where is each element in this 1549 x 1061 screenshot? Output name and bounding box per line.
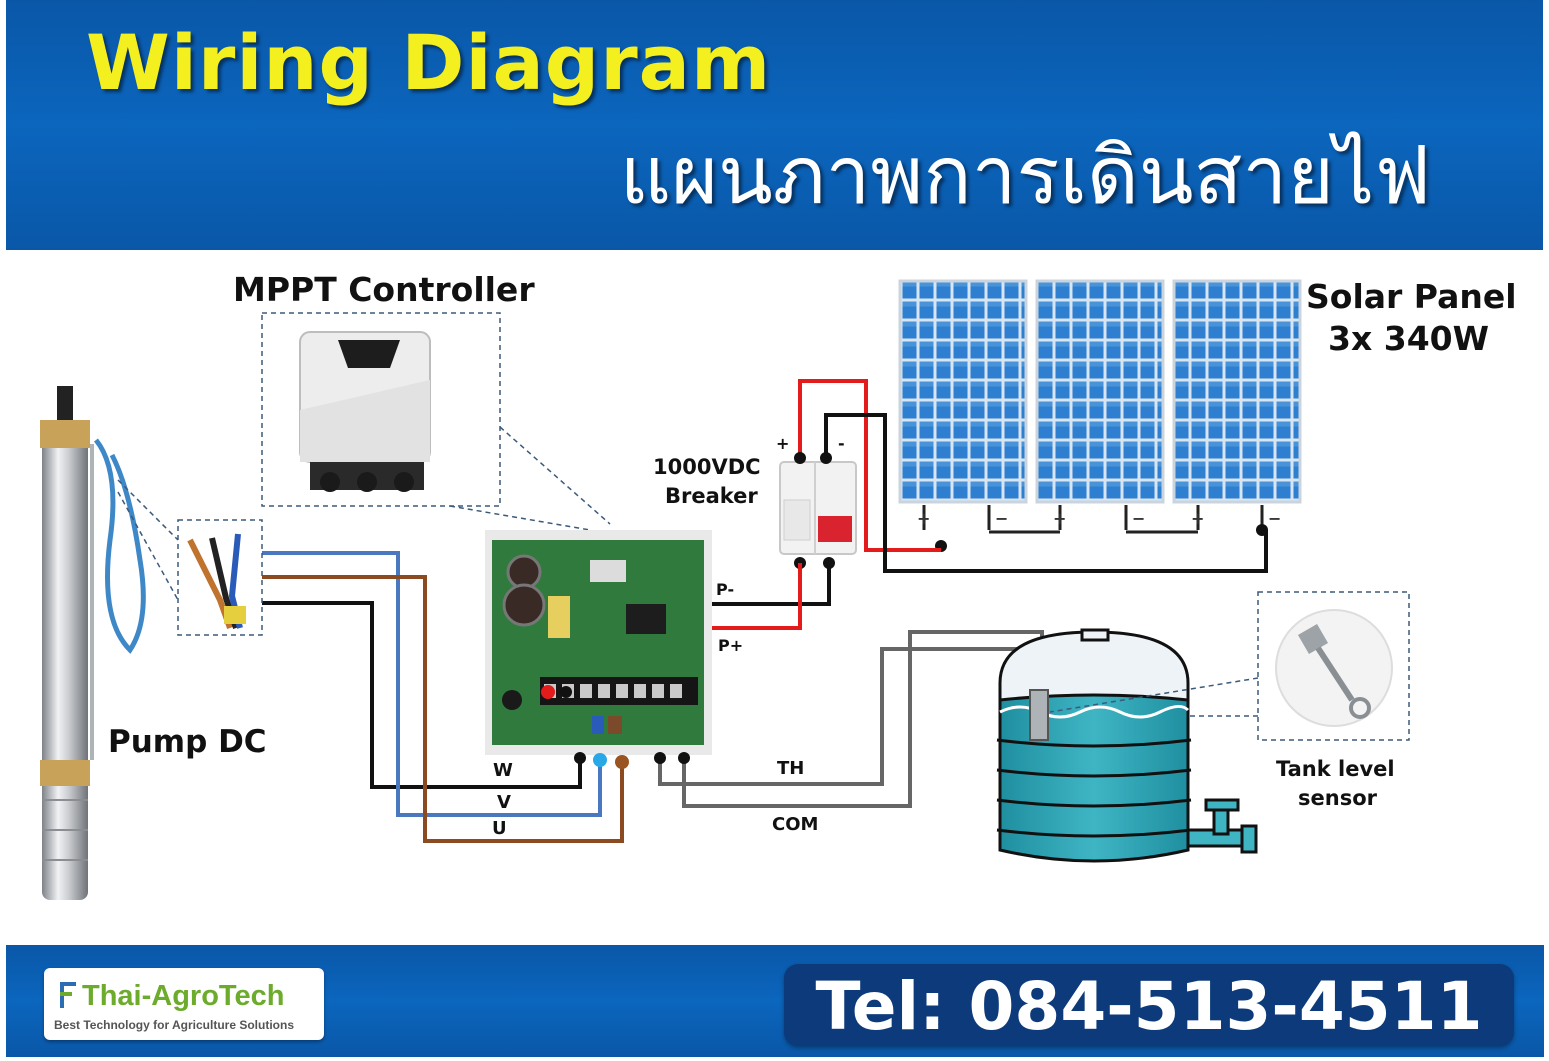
solar-panel <box>898 279 1028 504</box>
controller-label: MPPT Controller <box>233 270 535 309</box>
logo-tagline: Best Technology for Agriculture Solution… <box>54 1018 295 1032</box>
controller-board <box>485 530 712 755</box>
breaker-plus-label: + <box>776 434 790 453</box>
p-plus-label: P+ <box>718 636 744 655</box>
solar-panel-array: + − + − + − <box>898 279 1302 552</box>
solar-panel-label: Solar Panel <box>1306 277 1517 316</box>
phone-number: Tel: 084-513-4511 <box>815 968 1483 1045</box>
p-minus-label: P- <box>716 580 735 599</box>
solar-panel <box>1172 279 1302 504</box>
wire-v-label: V <box>497 792 511 813</box>
pump-label: Pump DC <box>108 724 267 760</box>
wire-black-solar <box>824 413 1268 573</box>
phone-box[interactable]: Tel: 084-513-4511 <box>784 964 1514 1046</box>
breaker-label-voltage: 1000VDC <box>653 455 761 479</box>
sensor-label-2: sensor <box>1298 786 1377 810</box>
company-logo[interactable]: Thai-AgroTech Best Technology for Agricu… <box>44 968 324 1040</box>
title-english: Wiring Diagram <box>86 18 772 107</box>
solar-panel <box>1035 279 1165 504</box>
wire-com <box>682 630 1044 808</box>
logo-mark-icon <box>60 982 76 1008</box>
wire-w <box>262 601 582 789</box>
com-label: COM <box>772 814 819 835</box>
wire-u-label: U <box>492 818 507 839</box>
pump-dc <box>40 386 146 900</box>
wire-v <box>262 551 602 817</box>
water-tank <box>996 628 1258 863</box>
th-label: TH <box>777 758 805 779</box>
breaker-label: Breaker <box>665 484 758 508</box>
cable-ends-photo <box>117 479 263 636</box>
wire-u <box>262 575 624 843</box>
breaker-minus-label: - <box>838 434 845 453</box>
svg-text:+: + <box>1053 509 1066 528</box>
svg-text:−: − <box>1268 509 1281 528</box>
solar-breaker-wires <box>798 379 1268 573</box>
header-banner: Wiring Diagram แผนภาพการเดินสายไฟ <box>6 0 1543 250</box>
dc-breaker <box>779 452 857 569</box>
title-thai: แผนภาพการเดินสายไฟ <box>619 129 1431 222</box>
svg-text:+: + <box>1191 509 1204 528</box>
svg-text:−: − <box>1132 509 1145 528</box>
svg-text:−: − <box>995 509 1008 528</box>
svg-text:+: + <box>917 509 930 528</box>
wire-red-solar <box>798 379 941 552</box>
logo-name: Thai-AgroTech <box>82 980 285 1012</box>
sensor-label: Tank level <box>1276 757 1395 781</box>
controller-photo <box>261 312 611 531</box>
sensor-photo <box>1049 591 1410 741</box>
solar-panel-rating: 3x 340W <box>1328 319 1490 358</box>
wire-th <box>658 647 1038 786</box>
wire-w-label: W <box>493 760 513 781</box>
